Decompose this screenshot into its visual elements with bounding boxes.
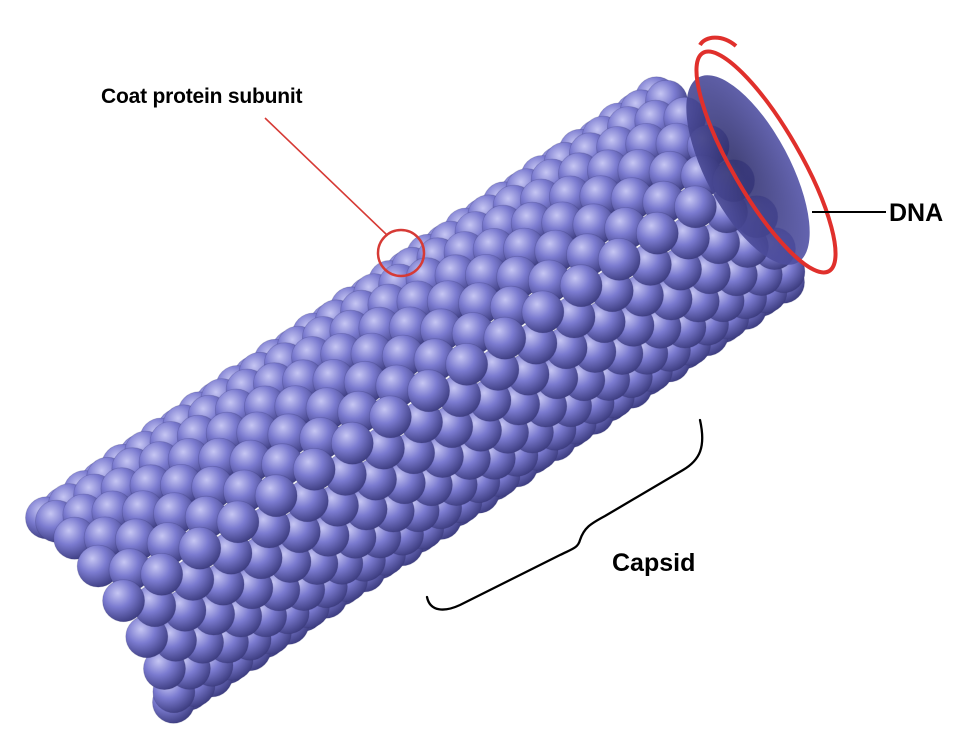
capsid-label: Capsid xyxy=(612,551,695,576)
coat-protein-subunit xyxy=(217,501,259,543)
capsid-body xyxy=(26,77,805,723)
coat-protein-subunit xyxy=(179,527,221,569)
coat-protein-subunit xyxy=(636,212,678,254)
coat-protein-subunit xyxy=(141,553,183,595)
coat-protein-subunit xyxy=(446,343,488,385)
coat-protein-label: Coat protein subunit xyxy=(101,86,302,107)
coat-protein-subunit xyxy=(408,370,450,412)
coat-protein-subunit xyxy=(369,396,411,438)
coat-protein-subunit xyxy=(560,265,602,307)
coat-protein-leader-line xyxy=(265,118,387,235)
coat-protein-subunit xyxy=(484,317,526,359)
dna-label: DNA xyxy=(889,201,943,226)
coat-protein-subunit xyxy=(674,186,716,228)
coat-protein-subunit xyxy=(255,475,297,517)
coat-protein-subunit xyxy=(103,580,145,622)
coat-protein-subunit xyxy=(331,422,373,464)
coat-protein-subunit xyxy=(293,448,335,490)
coat-protein-subunit xyxy=(598,238,640,280)
coat-protein-subunit xyxy=(522,291,564,333)
